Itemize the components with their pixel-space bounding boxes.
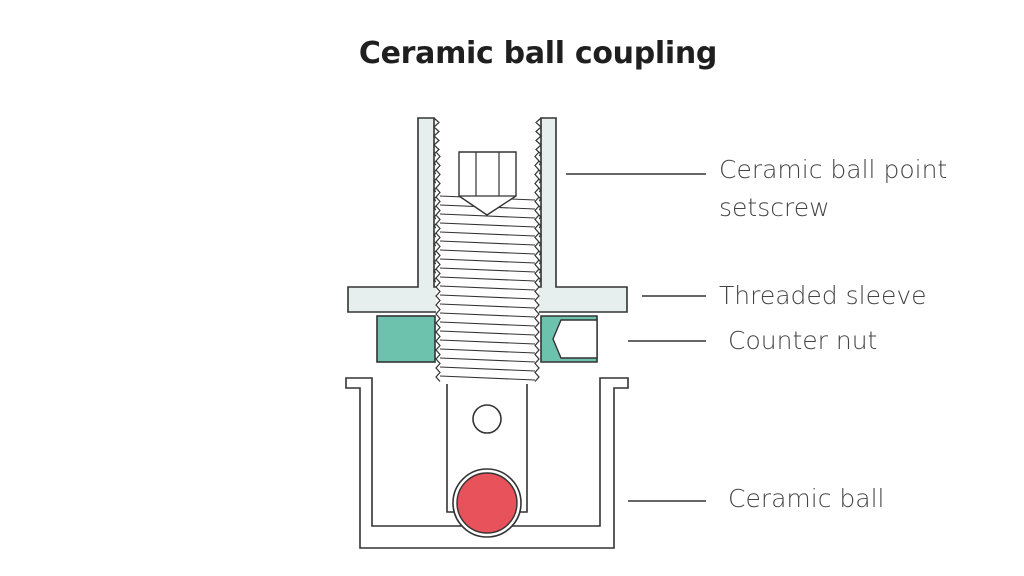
thread-line bbox=[439, 249, 536, 255]
thread-line bbox=[439, 303, 536, 309]
setscrew-hex-socket bbox=[458, 151, 517, 216]
thread-line bbox=[439, 267, 536, 273]
shank-hole bbox=[472, 404, 502, 434]
label-setscrew-line2: setscrew bbox=[719, 193, 830, 222]
counter-nut-left bbox=[376, 315, 436, 363]
label-setscrew-line1: Ceramic ball point bbox=[719, 155, 948, 184]
label-threaded-sleeve: Threaded sleeve bbox=[719, 281, 927, 310]
label-counter-nut: Counter nut bbox=[728, 326, 878, 355]
threaded-sleeve bbox=[347, 117, 628, 313]
ceramic-ball bbox=[456, 472, 518, 534]
cup-housing bbox=[345, 377, 629, 549]
thread-line bbox=[439, 312, 536, 318]
diagram-title: Ceramic ball coupling bbox=[358, 36, 718, 71]
thread-line bbox=[439, 357, 536, 363]
thread-line bbox=[439, 285, 536, 291]
thread-line bbox=[439, 321, 536, 327]
thread-line bbox=[439, 258, 536, 264]
thread-line bbox=[439, 222, 536, 228]
thread-line bbox=[439, 213, 536, 219]
thread-line bbox=[439, 375, 536, 381]
thread-line bbox=[439, 339, 536, 345]
thread-line bbox=[439, 276, 536, 282]
label-ceramic-ball: Ceramic ball bbox=[728, 484, 885, 513]
setscrew-thread-right bbox=[534, 151, 540, 382]
thread-line bbox=[439, 231, 536, 237]
counter-nut-hex-socket bbox=[552, 319, 598, 359]
thread-line bbox=[439, 240, 536, 246]
thread-line bbox=[439, 294, 536, 300]
thread-line bbox=[439, 330, 536, 336]
thread-line bbox=[439, 366, 536, 372]
setscrew-thread-left bbox=[435, 151, 441, 382]
thread-line bbox=[439, 348, 536, 354]
